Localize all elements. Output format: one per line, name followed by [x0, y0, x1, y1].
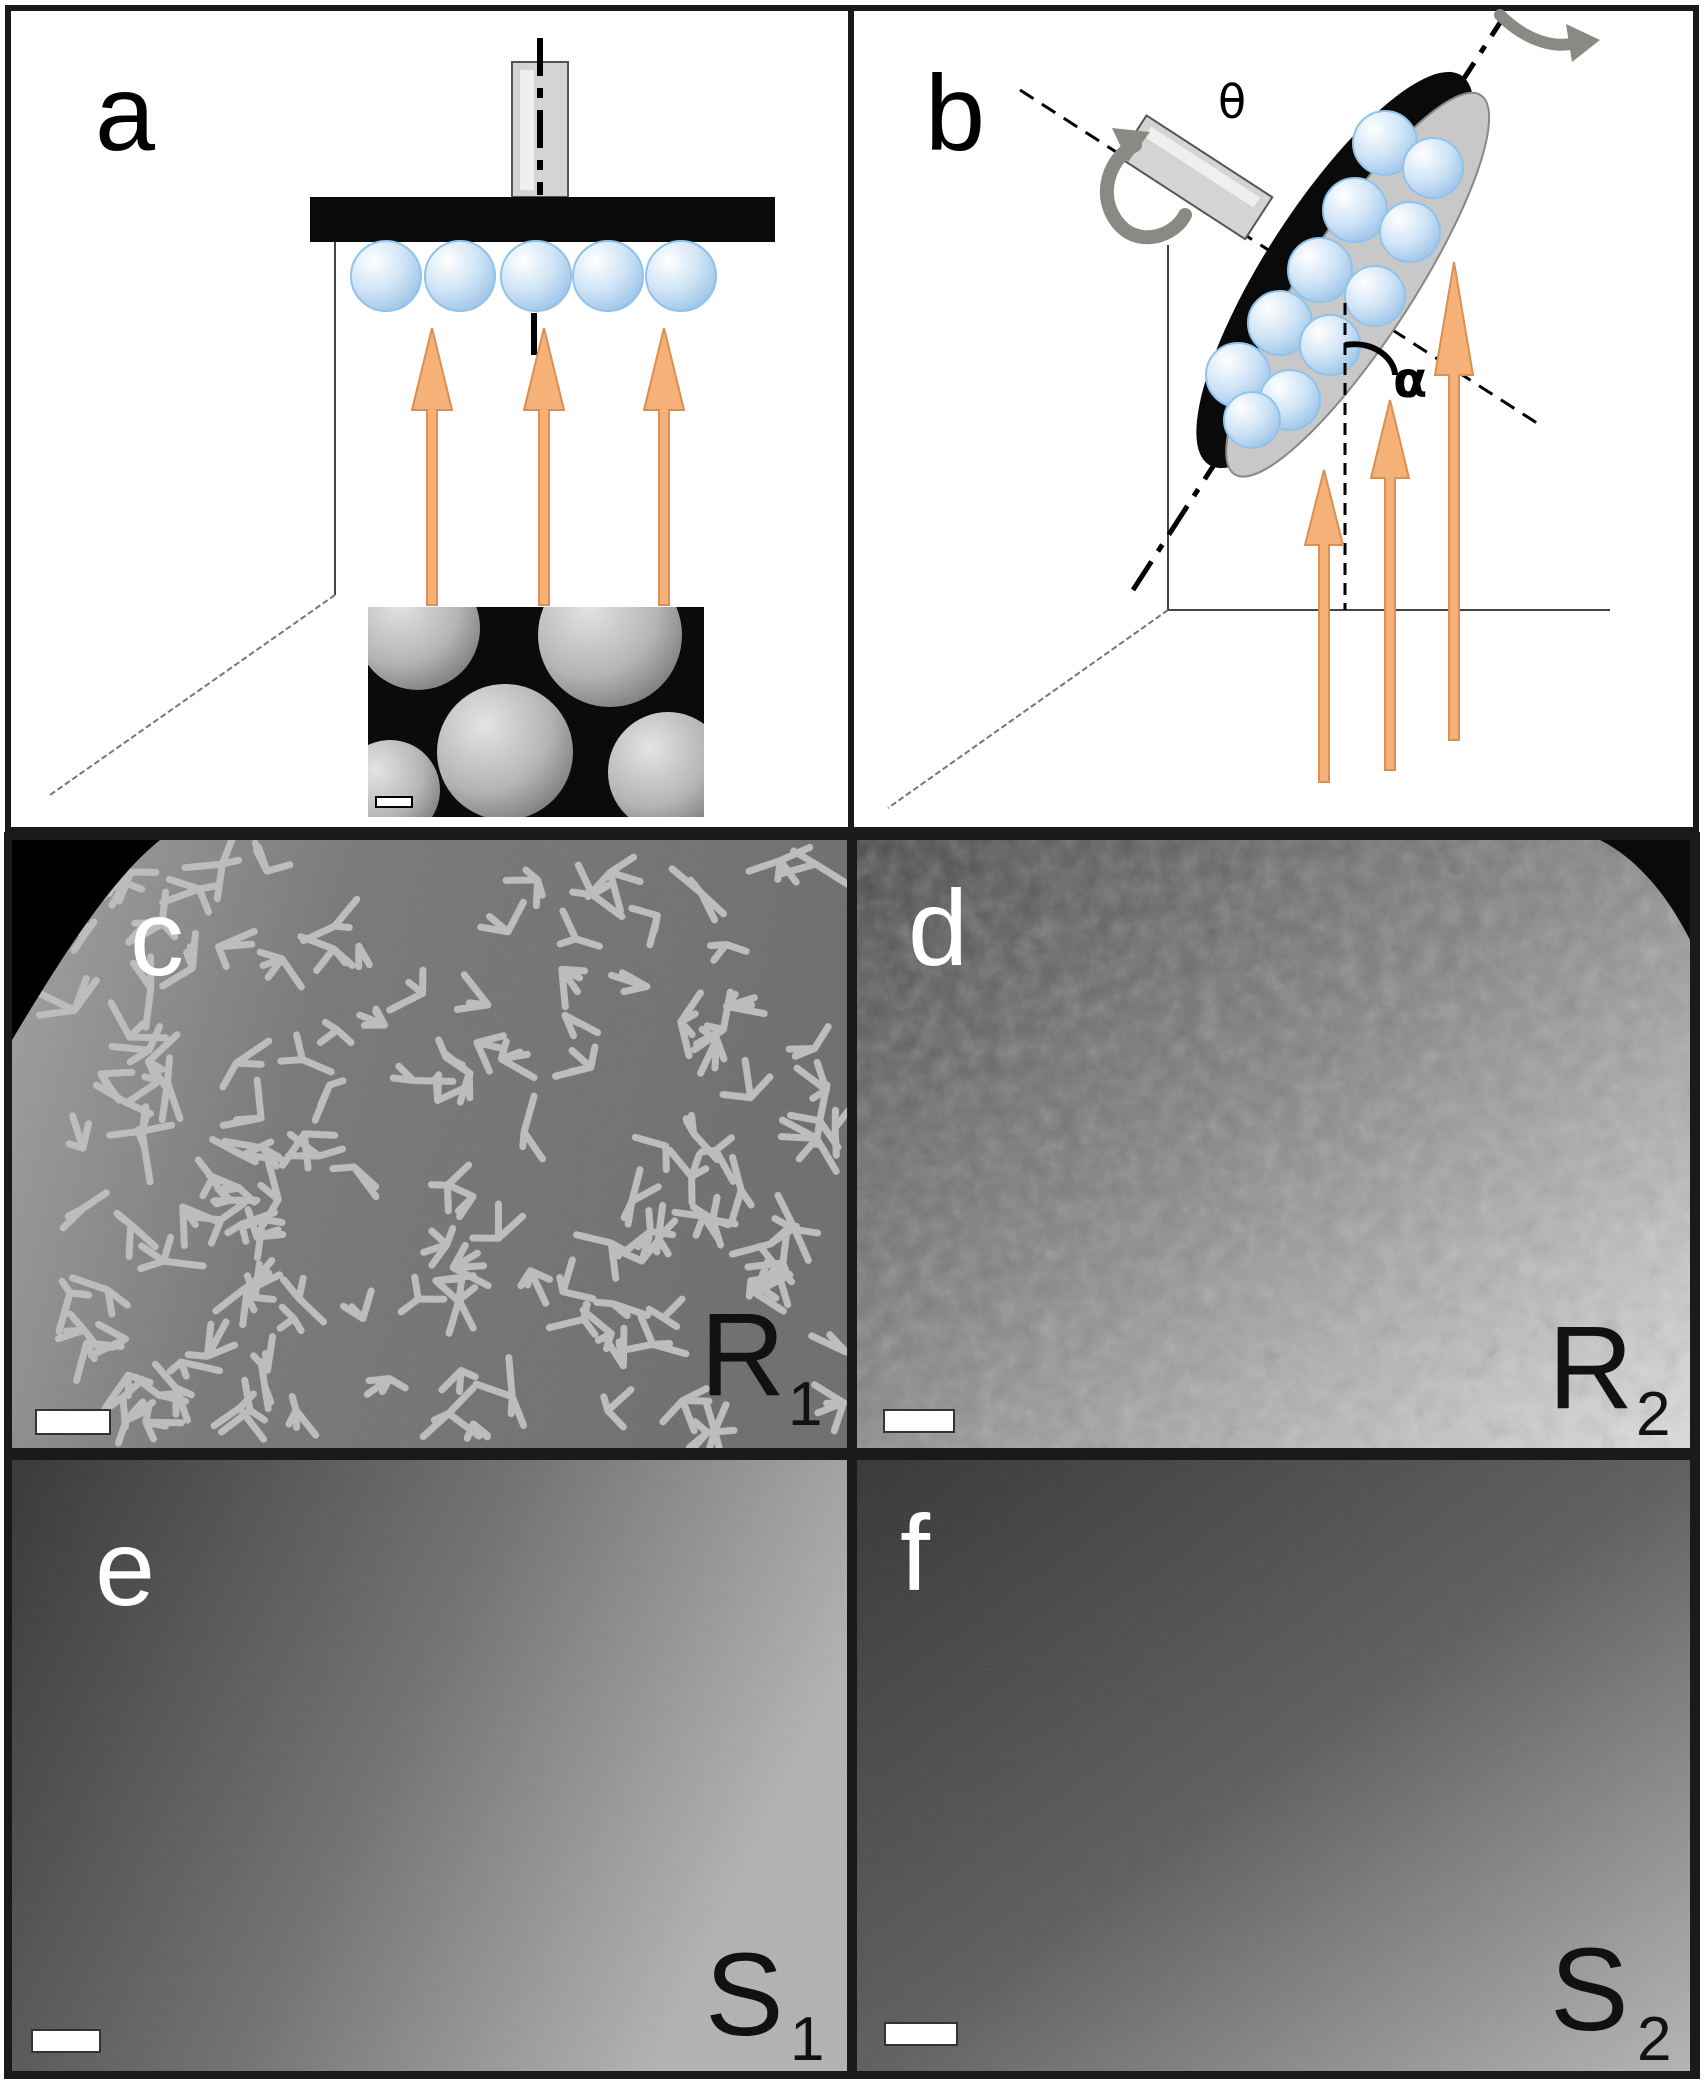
rotation-arrow-icon — [1100, 128, 1192, 245]
tilt-angle-label: α — [1393, 351, 1427, 409]
panel-a: a — [5, 5, 856, 833]
beam-arrows-a — [410, 327, 686, 606]
svg-text:R: R — [700, 1289, 785, 1421]
svg-text:2: 2 — [1636, 1380, 1670, 1449]
panel-b-letter: b — [925, 52, 985, 173]
scale-bar-icon — [883, 1409, 955, 1433]
panel-c: c R 1 — [12, 840, 847, 1448]
beam-arrows-b — [1303, 261, 1475, 783]
panel-e-letter: e — [95, 1507, 155, 1628]
sample-holder — [310, 197, 775, 242]
scale-bar-icon — [884, 2022, 958, 2046]
svg-text:R: R — [1548, 1302, 1633, 1434]
svg-text:S: S — [705, 1929, 784, 2061]
rotation-angle-label: θ — [1218, 75, 1246, 129]
panel-b: b — [848, 5, 1699, 833]
sample-label-c: R 1 — [700, 1289, 822, 1439]
svg-text:1: 1 — [790, 2005, 824, 2074]
sem-inset — [368, 607, 704, 817]
panel-d-letter: d — [908, 867, 968, 988]
scale-bar-icon — [35, 1409, 111, 1435]
rotation-arrow-icon — [1494, 9, 1600, 62]
svg-text:2: 2 — [1637, 2005, 1671, 2074]
scale-bar-icon — [31, 2029, 101, 2053]
panel-c-letter: c — [130, 877, 184, 998]
microsphere-row — [350, 240, 717, 312]
panel-f: f S 2 — [857, 1460, 1690, 2074]
panel-e: e S 1 — [12, 1460, 847, 2074]
svg-text:1: 1 — [788, 1370, 822, 1439]
sample-label-e: S 1 — [705, 1929, 824, 2074]
svg-text:S: S — [1550, 1924, 1629, 2056]
sample-label-f: S 2 — [1550, 1924, 1671, 2074]
microsphere-cluster — [1205, 110, 1464, 449]
panel-d: d R 2 — [857, 840, 1690, 1449]
sample-label-d: R 2 — [1548, 1302, 1670, 1449]
scale-bar-icon — [375, 796, 413, 808]
panel-f-letter: f — [900, 1492, 931, 1613]
panel-a-letter: a — [95, 52, 156, 173]
